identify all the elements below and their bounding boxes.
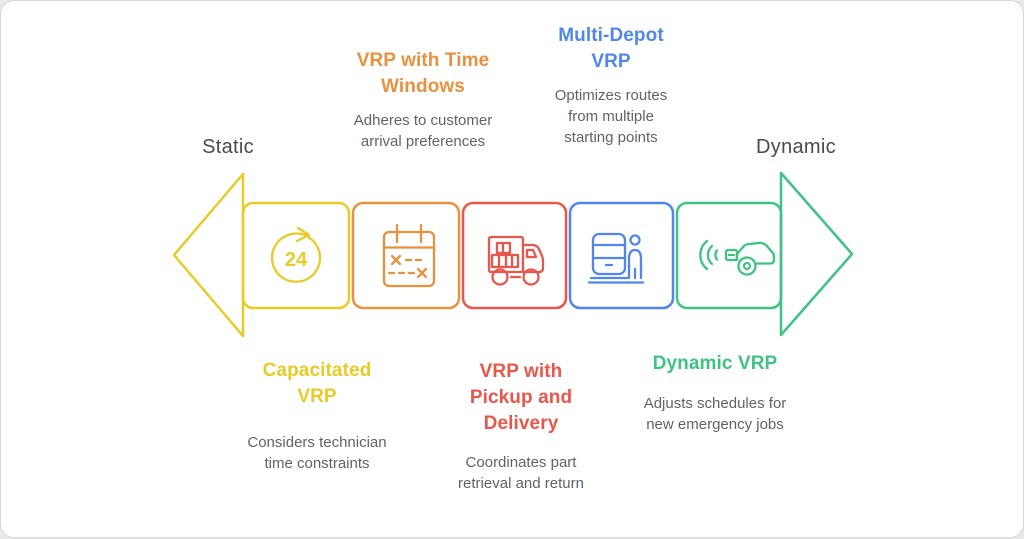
connected-car-icon [699, 239, 776, 276]
axis-label-dynamic: Dynamic [756, 136, 836, 158]
variant-box-capacitated [241, 201, 351, 310]
variant-description-dynamic: Adjusts schedules for new emergency jobs [643, 395, 787, 433]
right-arrow [779, 171, 854, 337]
variant-title-pickup-delivery: VRP with Pickup and Delivery [469, 361, 573, 434]
variant-box-dynamic [675, 201, 783, 310]
variant-box-multi-depot [568, 201, 675, 310]
annotation-time-windows: VRP with Time Windows Adheres to custome… [348, 48, 498, 152]
24-hour-service-icon: 24 [270, 226, 322, 283]
annotation-dynamic: Dynamic VRP Adjusts schedules for new em… [643, 351, 787, 435]
variant-title-dynamic: Dynamic VRP [652, 353, 778, 374]
delivery-truck-icon [487, 235, 545, 286]
left-arrow [172, 172, 245, 338]
variant-box-time-windows [351, 201, 461, 310]
variant-description-time-windows: Adheres to customer arrival preferences [353, 112, 493, 150]
variant-description-multi-depot: Optimizes routes from multiple starting … [554, 87, 668, 146]
axis-label-static: Static [202, 136, 254, 158]
annotation-pickup-delivery: VRP with Pickup and Delivery Coordinates… [458, 359, 584, 494]
annotation-multi-depot: Multi-Depot VRP Optimizes routes from mu… [551, 23, 671, 148]
24-badge-label: 24 [285, 249, 308, 271]
annotation-capacitated: Capacitated VRP Considers technician tim… [247, 358, 386, 474]
variant-title-multi-depot: Multi-Depot VRP [558, 25, 664, 72]
variant-title-time-windows: VRP with Time Windows [356, 50, 490, 97]
calendar-schedule-icon [382, 223, 436, 288]
variant-description-capacitated: Considers technician time constraints [247, 434, 387, 472]
variant-box-pickup-delivery [461, 201, 568, 310]
depot-station-icon [587, 232, 645, 284]
variant-title-capacitated: Capacitated VRP [262, 360, 372, 407]
variant-description-pickup-delivery: Coordinates part retrieval and return [458, 454, 584, 492]
